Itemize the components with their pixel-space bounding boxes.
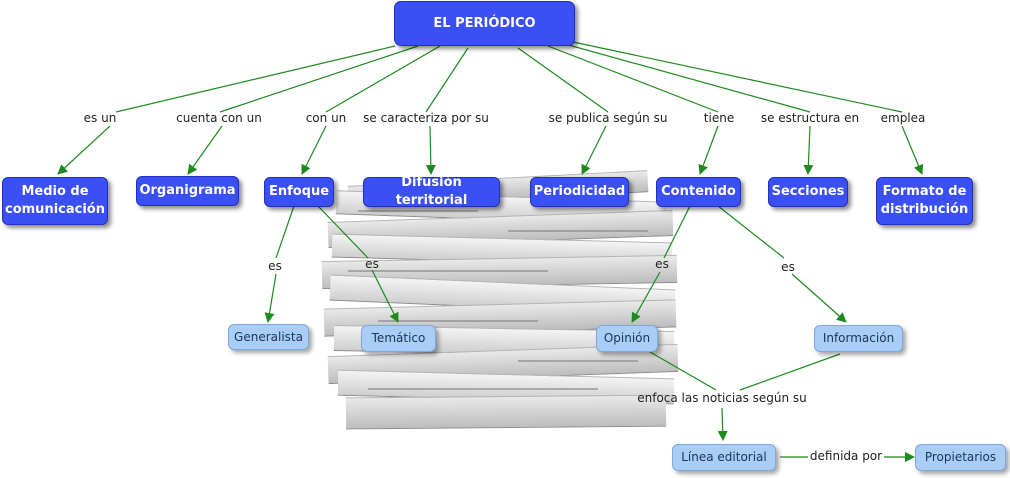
link-label-es-un: es un <box>83 111 117 125</box>
link-label-con-un: con un <box>305 111 347 125</box>
node-generalista[interactable]: Generalista <box>228 324 309 350</box>
link-label-es-informacion: es <box>781 260 795 274</box>
newspaper-stack-image <box>318 170 690 438</box>
link-label-emplea: emplea <box>880 111 926 125</box>
node-medio-de-comunicacion[interactable]: Medio de comunicación <box>2 177 108 225</box>
link-label-cuenta-con-un: cuenta con un <box>176 111 262 125</box>
node-periodicidad[interactable]: Periodicidad <box>530 177 629 207</box>
link-label-tiene: tiene <box>703 111 735 125</box>
link-label-se-estructura: se estructura en <box>760 111 860 125</box>
node-contenido[interactable]: Contenido <box>656 177 741 207</box>
node-enfoque[interactable]: Enfoque <box>264 177 334 207</box>
link-label-definida-por: definida por <box>809 449 883 463</box>
root-node-el-periodico[interactable]: EL PERIÓDICO <box>394 1 575 46</box>
node-secciones[interactable]: Secciones <box>768 177 848 207</box>
node-difusion-territorial[interactable]: Difusión territorial <box>363 175 500 208</box>
link-label-se-caracteriza: se caracteriza por su <box>363 111 489 125</box>
node-tematico[interactable]: Temático <box>361 325 436 352</box>
node-linea-editorial[interactable]: Línea editorial <box>672 444 776 471</box>
node-formato-de-distribucion[interactable]: Formato de distribución <box>876 177 973 225</box>
node-organigrama[interactable]: Organigrama <box>136 176 239 206</box>
node-informacion[interactable]: Información <box>814 325 903 352</box>
link-label-se-publica: se publica según su <box>548 111 668 125</box>
link-label-es-generalista: es <box>268 259 282 273</box>
link-label-es-tematico: es <box>365 257 379 271</box>
node-opinion[interactable]: Opinión <box>596 325 658 352</box>
link-label-es-opinion: es <box>655 257 669 271</box>
link-label-enfoca: enfoca las noticias según su <box>637 391 807 405</box>
node-propietarios[interactable]: Propietarios <box>915 444 1006 471</box>
